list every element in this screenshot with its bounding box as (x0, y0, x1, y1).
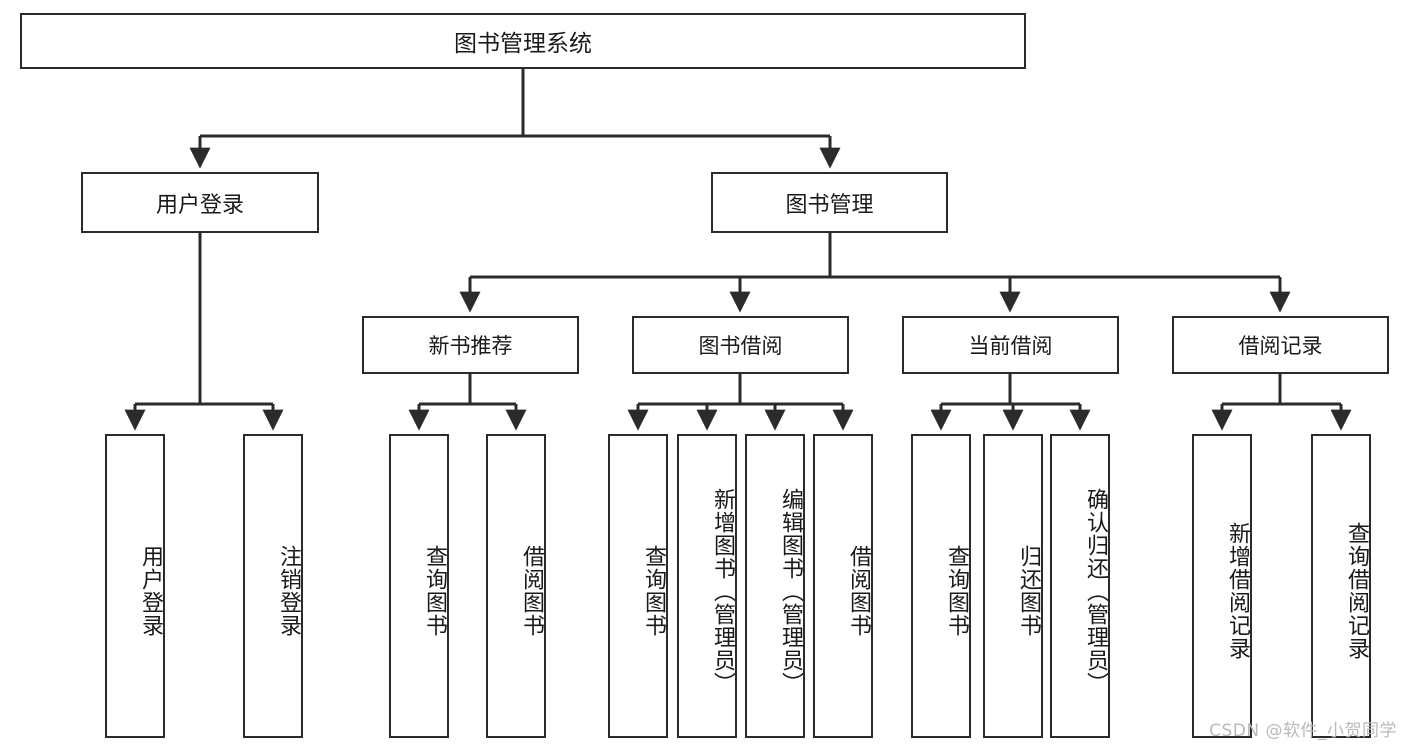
leaf-add-borrow-record[interactable]: 新增借阅记录 (1192, 434, 1252, 738)
node-current-borrow[interactable]: 当前借阅 (902, 316, 1119, 374)
node-label: 新书推荐 (428, 334, 513, 358)
node-borrow-records[interactable]: 借阅记录 (1172, 316, 1389, 374)
node-new-book-recommend[interactable]: 新书推荐 (362, 316, 579, 374)
node-label: 借阅图书 (519, 545, 544, 637)
node-label: 归还图书 (1016, 545, 1041, 637)
node-label: 用户登录 (155, 192, 244, 218)
leaf-user-login[interactable]: 用户登录 (105, 434, 165, 738)
leaf-return-book[interactable]: 归还图书 (983, 434, 1043, 738)
node-label: 新增借阅记录 (1225, 522, 1250, 660)
node-label: 查询图书 (944, 545, 969, 637)
leaf-edit-book-admin[interactable]: 编辑图书（管理员） (745, 434, 805, 738)
node-label: 图书管理 (785, 192, 874, 218)
leaf-query-borrow-record[interactable]: 查询借阅记录 (1311, 434, 1371, 738)
node-label: 查询借阅记录 (1344, 522, 1369, 660)
leaf-borrow-book-recommend[interactable]: 借阅图书 (486, 434, 546, 738)
watermark: CSDN @软件_小贺同学 (1209, 721, 1397, 741)
node-book-borrow[interactable]: 图书借阅 (632, 316, 849, 374)
node-user-login[interactable]: 用户登录 (81, 172, 319, 233)
node-label: 注销登录 (276, 545, 301, 637)
leaf-query-book-recommend[interactable]: 查询图书 (389, 434, 449, 738)
leaf-confirm-return-admin[interactable]: 确认归还（管理员） (1050, 434, 1110, 738)
node-label: 图书借阅 (698, 334, 783, 358)
node-label: 图书管理系统 (454, 31, 592, 57)
node-root[interactable]: 图书管理系统 (20, 13, 1026, 69)
node-label: 新增图书（管理员） (710, 487, 735, 695)
node-book-management[interactable]: 图书管理 (711, 172, 948, 233)
leaf-borrow-book[interactable]: 借阅图书 (813, 434, 873, 738)
leaf-user-logout[interactable]: 注销登录 (243, 434, 303, 738)
node-label: 借阅记录 (1238, 334, 1323, 358)
node-label: 当前借阅 (968, 334, 1053, 358)
node-label: 查询图书 (422, 545, 447, 637)
leaf-add-book-admin[interactable]: 新增图书（管理员） (677, 434, 737, 738)
node-label: 确认归还（管理员） (1083, 487, 1108, 695)
node-label: 用户登录 (138, 545, 163, 637)
leaf-query-book-borrow[interactable]: 查询图书 (608, 434, 668, 738)
node-label: 编辑图书（管理员） (778, 487, 803, 695)
leaf-query-book-current[interactable]: 查询图书 (911, 434, 971, 738)
node-label: 查询图书 (641, 545, 666, 637)
node-label: 借阅图书 (846, 545, 871, 637)
